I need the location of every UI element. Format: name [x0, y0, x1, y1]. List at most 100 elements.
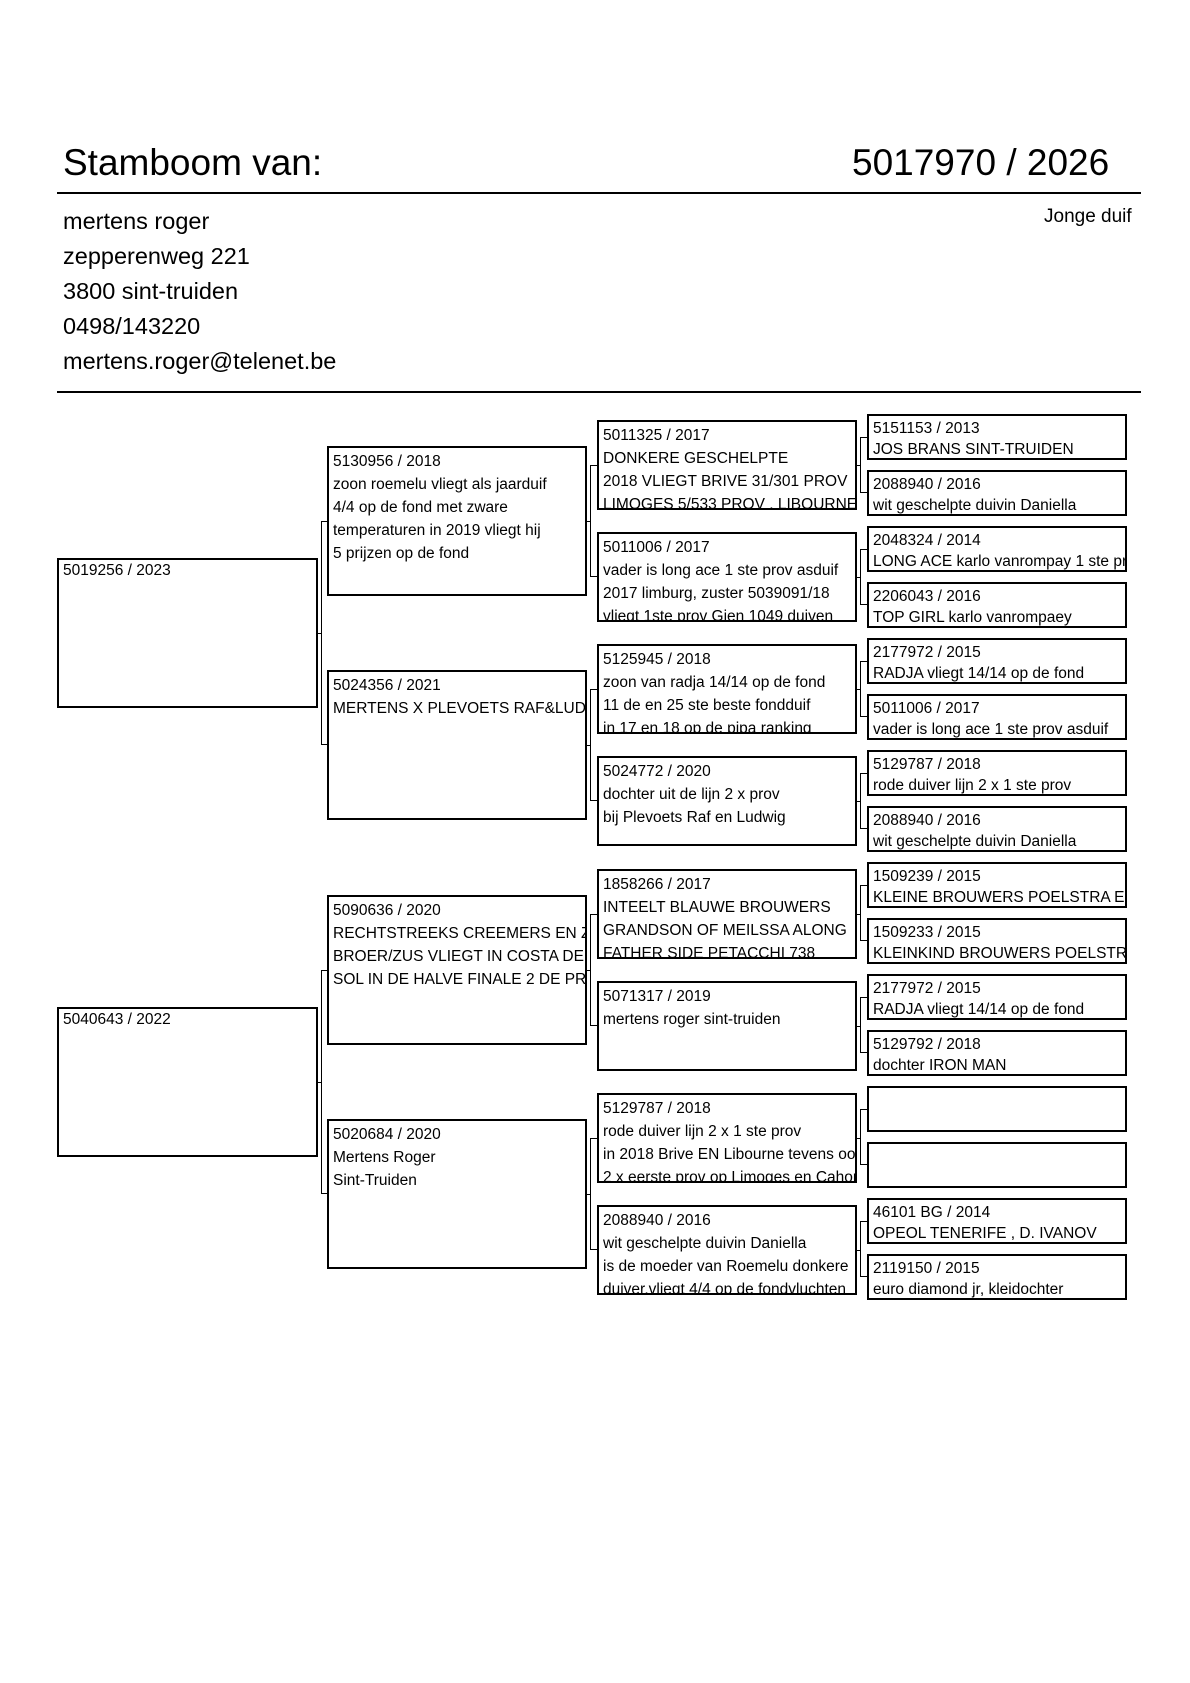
pigeon-note: zoon roemelu vliegt als jaarduif	[333, 476, 547, 493]
pigeon-note: vader is long ace 1 ste prov asduif	[873, 721, 1109, 738]
pigeon-note: DONKERE GESCHELPTE	[603, 450, 789, 467]
pigeon-note: bij Plevoets Raf en Ludwig	[603, 809, 786, 826]
pigeon-note: RADJA vliegt 14/14 op de fond	[873, 1001, 1085, 1018]
pigeon-note: dochter uit de lijn 2 x prov	[603, 786, 780, 803]
pigeon-note: JOS BRANS SINT-TRUIDEN	[873, 441, 1074, 458]
ring-number: 5129787 / 2018	[873, 756, 981, 773]
ring-number: 2177972 / 2015	[873, 980, 981, 997]
pigeon-note: wit geschelpte duivin Daniella	[873, 833, 1077, 850]
pigeon-note: is de moeder van Roemelu donkere	[603, 1258, 849, 1275]
ring-number: 5019256 / 2023	[63, 562, 171, 579]
ring-number: 1858266 / 2017	[603, 876, 711, 893]
ring-number: 5125945 / 2018	[603, 651, 711, 668]
great-great-grandparent-box: 5129787 / 2018 rode duiver lijn 2 x 1 ste…	[867, 750, 1127, 796]
pigeon-note: TOP GIRL karlo vanrompaey	[873, 609, 1072, 626]
pedigree-connector-stem	[857, 1026, 861, 1027]
great-grandparent-box: 2088940 / 2016 wit geschelpte duivin Dani…	[597, 1205, 857, 1295]
ring-number: 2048324 / 2014	[873, 532, 981, 549]
ring-number: 2088940 / 2016	[873, 476, 981, 493]
ring-number: 2177972 / 2015	[873, 644, 981, 661]
pedigree-connector-stem	[857, 689, 861, 690]
pedigree-connector-stem	[318, 633, 322, 634]
owner-phone: 0498/143220	[63, 313, 201, 339]
pigeon-note: 11 de en 25 ste beste fondduif	[603, 697, 811, 714]
pigeon-note: 4/4 op de fond met zware	[333, 499, 508, 516]
pedigree-connector	[860, 549, 867, 605]
pigeon-note: in 2018 Brive EN Libourne tevens ook	[603, 1146, 857, 1163]
pigeon-note: MERTENS X PLEVOETS RAF&LUDWIG	[333, 700, 586, 717]
pigeon-note: Mertens Roger	[333, 1149, 436, 1166]
great-grandparent-box: 5024772 / 2020 dochter uit de lijn 2 x pr…	[597, 756, 857, 846]
owner-block: mertens roger zepperenweg 221 3800 sint-…	[63, 204, 336, 379]
great-great-grandparent-box	[867, 1142, 1127, 1188]
ring-number: 46101 BG / 2014	[873, 1204, 991, 1221]
pigeon-note: wit geschelpte duivin Daniella	[603, 1235, 807, 1252]
pedigree-connector	[860, 997, 867, 1053]
ring-number: 5017970 / 2026	[852, 142, 1110, 183]
pedigree-connector	[590, 465, 597, 577]
pigeon-note: dochter IRON MAN	[873, 1057, 1007, 1074]
pedigree-connector-stem	[587, 521, 591, 522]
ring-number: 1509233 / 2015	[873, 924, 981, 941]
pigeon-note: RADJA vliegt 14/14 op de fond	[873, 665, 1085, 682]
top-divider	[57, 192, 1141, 194]
pigeon-note: euro diamond jr, kleidochter	[873, 1281, 1064, 1298]
ring-number: 5129792 / 2018	[873, 1036, 981, 1053]
pedigree-connector	[860, 1109, 867, 1165]
great-great-grandparent-box: 2119150 / 2015 euro diamond jr, kleidocht…	[867, 1254, 1127, 1300]
pigeon-note: KLEINE BROUWERS POELSTRA EN	[873, 889, 1127, 906]
pigeon-note: vliegt 1ste prov Gien 1049 duiven	[603, 608, 834, 622]
ring-number: 5024772 / 2020	[603, 763, 711, 780]
pigeon-note: temperaturen in 2019 vliegt hij	[333, 522, 541, 539]
ring-number: 2088940 / 2016	[603, 1212, 711, 1229]
ring-number: 1509239 / 2015	[873, 868, 981, 885]
ring-number: 2206043 / 2016	[873, 588, 981, 605]
pedigree-connector	[860, 1221, 867, 1277]
ring-number: 5151153 / 2013	[873, 420, 980, 437]
pedigree-connector-stem	[857, 1138, 861, 1139]
great-great-grandparent-box: 5129792 / 2018 dochter IRON MAN	[867, 1030, 1127, 1076]
pedigree-connector-stem	[857, 465, 861, 466]
pigeon-note: 2017 limburg, zuster 5039091/18	[603, 585, 830, 602]
pigeon-note: 2 x eerste prov op Limoges en Cahors	[603, 1169, 857, 1183]
ring-number: 2119150 / 2015	[873, 1260, 980, 1277]
pigeon-note: duiver,vliegt 4/4 op de fondvluchten	[603, 1281, 847, 1295]
pedigree-connector	[860, 885, 867, 941]
pigeon-note: rode duiver lijn 2 x 1 ste prov	[873, 777, 1072, 794]
ring-number: 2088940 / 2016	[873, 812, 981, 829]
pigeon-note: GRANDSON OF MEILSSA ALONG	[603, 922, 847, 939]
pigeon-note: LONG ACE karlo vanrompay 1 ste prov	[873, 553, 1127, 570]
pigeon-note: SOL IN DE HALVE FINALE 2 DE PRIJS	[333, 971, 587, 988]
ring-number: 5040643 / 2022	[63, 1011, 171, 1028]
pedigree-connector	[590, 1138, 597, 1250]
ring-number: 5090636 / 2020	[333, 902, 441, 919]
pigeon-note: LIMOGES 5/533 PROV , LIBOURNE	[603, 496, 857, 510]
pigeon-note: Sint-Truiden	[333, 1172, 417, 1189]
owner-name: mertens roger	[63, 208, 210, 234]
ring-number: 5129787 / 2018	[603, 1100, 711, 1117]
parent-box: 5040643 / 2022	[57, 1007, 318, 1157]
pedigree-connector	[590, 914, 597, 1026]
ring-number: 5020684 / 2020	[333, 1126, 441, 1143]
pigeon-note: mertens roger sint-truiden	[603, 1011, 781, 1028]
owner-email: mertens.roger@telenet.be	[63, 348, 337, 374]
status-label: Jonge duif	[1044, 206, 1132, 227]
pedigree-connector-stem	[857, 1250, 861, 1251]
ring-number: 5024356 / 2021	[333, 677, 441, 694]
pedigree-connector-stem	[318, 1082, 322, 1083]
pedigree-connector-stem	[857, 577, 861, 578]
great-great-grandparent-box	[867, 1086, 1127, 1132]
